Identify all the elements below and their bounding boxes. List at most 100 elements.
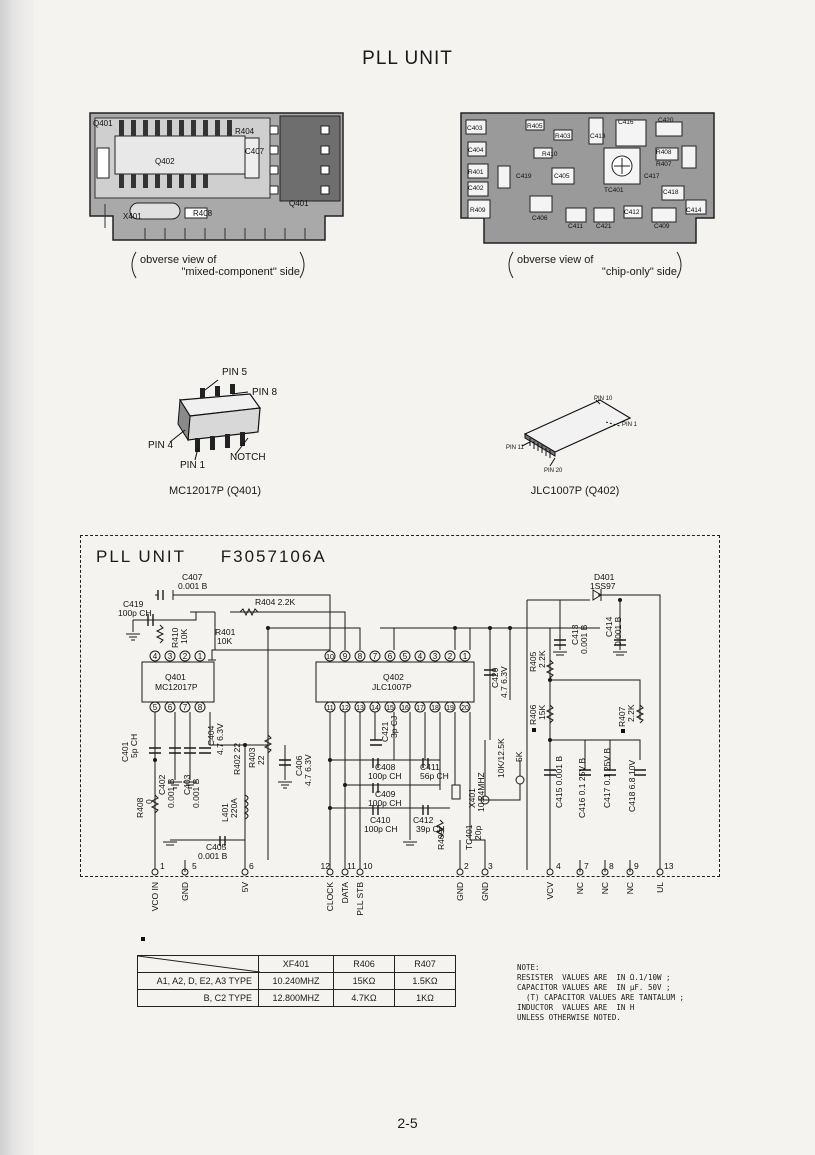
c418-label: C418 6.8 10V <box>627 760 637 812</box>
terminal-number: 7 <box>584 861 589 871</box>
terminal-label: DATA <box>340 882 350 904</box>
d401-label: D401 <box>594 572 615 582</box>
c419-label: C419 <box>123 599 144 609</box>
c407-label: C407 <box>182 572 203 582</box>
c419-value: 100p CH <box>118 608 152 618</box>
c406-value: 4.7 6.3V <box>303 754 313 786</box>
q402-pin: 20 <box>461 705 469 712</box>
pcb-label: C411 <box>568 223 583 230</box>
c412-value: 39p CH <box>416 824 445 834</box>
pcb-chip-only-side: C403 R405 R403 C413 C416 C420 C404 R410 … <box>460 112 715 244</box>
terminal-label: NC <box>600 882 610 894</box>
note-line: CAPACITOR VALUES ARE IN μF. 50V ; <box>517 983 671 992</box>
board-caption-left: obverse view of "mixed-component" side <box>140 254 300 278</box>
pcb-label: C417 <box>644 173 660 180</box>
c405-label: C405 <box>206 842 227 852</box>
table-cell: 4.7KΩ <box>333 989 395 1007</box>
package-q401-label: MC12017P (Q401) <box>168 485 262 497</box>
q401-pin: 5 <box>153 703 158 712</box>
schematic-part-number: F3057106A <box>220 547 327 566</box>
c413-value: 0.001 B <box>579 624 589 654</box>
q402-pin: 14 <box>371 705 379 712</box>
r403-value: 22 <box>256 755 266 765</box>
q402-pin: 9 <box>343 652 348 661</box>
terminal-label: VCV <box>545 882 555 900</box>
terminal-number: 10 <box>363 861 373 871</box>
q402-pin: 4 <box>418 652 423 661</box>
r405-label: R405 <box>528 651 538 672</box>
caption-bracket-right <box>508 251 682 279</box>
q401-pin8-label: PIN 8 <box>252 387 277 398</box>
pcb-label: R407 <box>656 161 672 168</box>
q402-pin: 10 <box>326 654 334 661</box>
q402-pin10-label: PIN 10 <box>594 396 613 402</box>
c403-value: 0.001 B <box>191 778 201 808</box>
r402-label: R402 22 <box>232 743 242 775</box>
pcb-label: Q401 <box>93 119 113 128</box>
page-title: PLL UNIT <box>362 48 453 69</box>
table-cell: 15KΩ <box>333 972 395 990</box>
c414-label: C414 <box>604 616 614 637</box>
pcb-mixed-component-side: Q401 R404 Q402 C407 X401 R408 Q401 <box>89 112 344 241</box>
table-cell: 10.240MHZ <box>258 972 334 990</box>
q402-pin11-label: PIN 11 <box>506 445 525 451</box>
c402-label: C402 <box>157 774 167 795</box>
c414-value: 0.001 B <box>613 616 623 646</box>
c410-value: 100p CH <box>364 824 398 834</box>
terminal-number: 9 <box>634 861 639 871</box>
pcb-label: C403 <box>467 125 483 132</box>
terminal-number: 12 <box>321 861 331 871</box>
c401-label: C401 <box>120 741 130 762</box>
c409-label: C409 <box>375 789 396 799</box>
package-q402-drawing: PIN 10 PIN 1 PIN 11 PIN 20 <box>506 396 638 474</box>
terminal-number: 3 <box>488 861 493 871</box>
package-q401-drawing: PIN 5 PIN 8 PIN 4 PIN 1 NOTCH <box>148 367 277 471</box>
q401-pin: 8 <box>198 703 203 712</box>
table-corner-cell <box>137 955 260 973</box>
q402-pin: 8 <box>358 652 363 661</box>
q401-notch-label: NOTCH <box>230 452 266 463</box>
terminal-number: 1 <box>160 861 165 871</box>
q401-pin: 7 <box>183 703 188 712</box>
terminal-number: 2 <box>464 861 469 871</box>
c405-value: 0.001 B <box>198 851 228 861</box>
note-line: INDUCTOR VALUES ARE IN H <box>517 1003 635 1012</box>
type-table: XF401 R406 R407 A1, A2, D, E2, A3 TYPE 1… <box>137 955 456 1007</box>
tc401-value: 20p <box>473 826 483 840</box>
table-header: R407 <box>394 955 456 973</box>
r404-label: R404 2.2K <box>255 597 295 607</box>
q402-pin: 16 <box>401 705 409 712</box>
q401-pin: 6 <box>168 703 173 712</box>
r405-value: 2.2K <box>537 650 547 668</box>
c404-value: 4.7 6.3V <box>215 723 225 755</box>
c411-label: C411 <box>420 762 440 772</box>
pcb-label: C405 <box>554 173 570 180</box>
c402-value: 0.001 B <box>166 778 176 808</box>
table-row: A1, A2, D, E2, A3 TYPE 10.240MHZ 15KΩ 1.… <box>137 972 456 990</box>
table-header: R406 <box>333 955 395 973</box>
note-line: (T) CAPACITOR VALUES ARE TANTALUM ; <box>517 993 685 1002</box>
schematic-frame <box>80 535 720 877</box>
q402-pin: 11 <box>326 705 333 712</box>
terminal-label: GND <box>180 882 190 901</box>
c407-value: 0.001 B <box>178 581 208 591</box>
q401-pin: 3 <box>168 652 173 661</box>
package-q402-label: JLC1007P (Q402) <box>530 485 620 497</box>
sk-label: 5K <box>514 751 524 762</box>
pcb-label: C413 <box>590 133 606 140</box>
c415-label: C415 0.001 B <box>554 756 564 808</box>
q402-pin: 18 <box>431 705 439 712</box>
q401-pin: 1 <box>198 652 203 661</box>
d401-value: 1SS97 <box>590 581 616 591</box>
c416-label: C416 0.1 25V B <box>577 758 587 818</box>
q402-pin: 19 <box>446 705 454 712</box>
terminal-label: NC <box>575 882 585 894</box>
terminal-label: GND <box>480 882 490 901</box>
q402-pin: 6 <box>388 652 393 661</box>
terminal-label: PLL STB <box>355 882 365 916</box>
pcb-label: X401 <box>123 212 142 221</box>
pcb-label: R404 <box>235 127 255 136</box>
c420-label: C420 <box>490 667 500 688</box>
q402-pin: 1 <box>463 652 468 661</box>
